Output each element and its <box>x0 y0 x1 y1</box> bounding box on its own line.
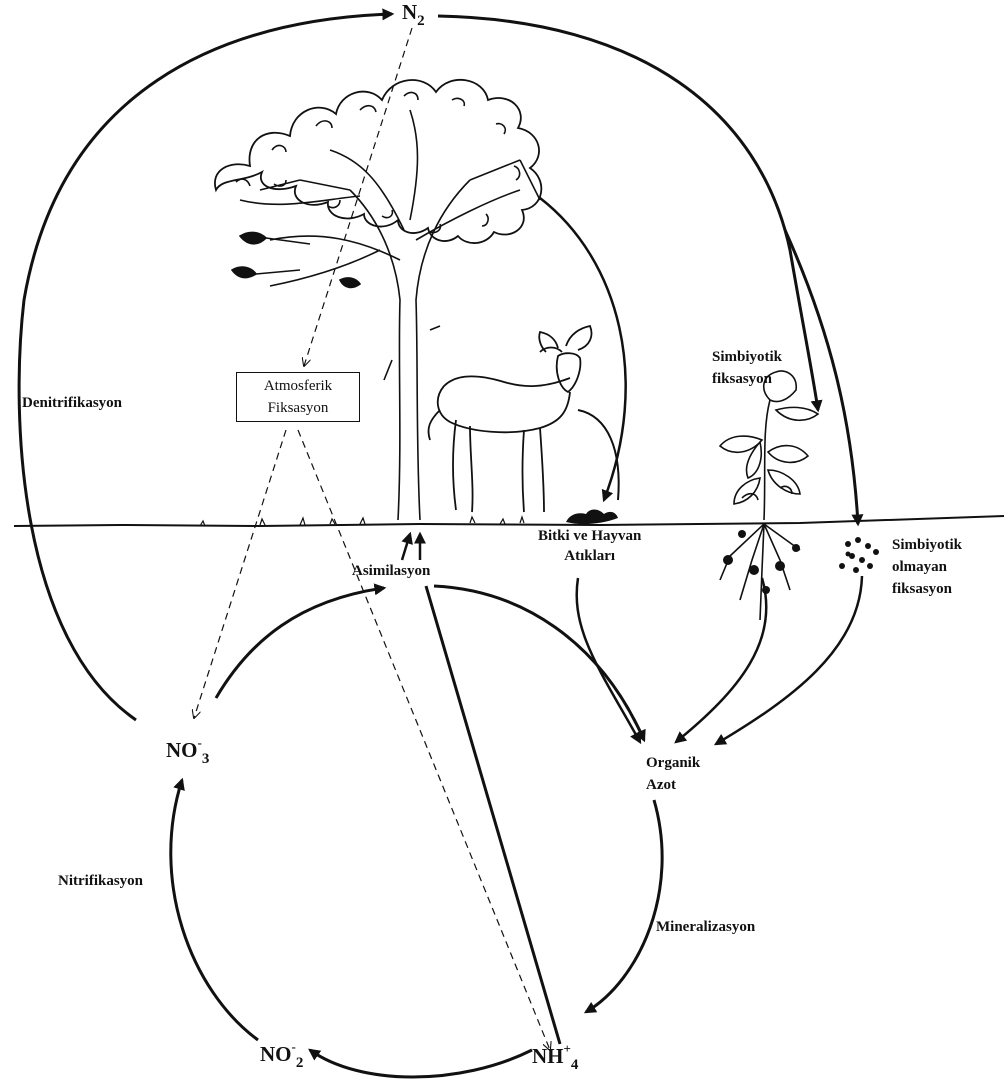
root-nodules <box>723 530 800 594</box>
soil-cycle-arcs <box>169 583 664 1079</box>
denitrifikasyon-arrow <box>17 8 395 722</box>
node-no3: NO-3 <box>166 735 210 767</box>
soil-bacteria-dots <box>839 537 879 573</box>
label-denitrifikasyon: Denitrifikasyon <box>22 395 123 411</box>
tree-illustration <box>214 78 543 521</box>
bacteria-to-organik-azot-arrow <box>713 575 864 746</box>
roots-to-organik-azot-arrow <box>674 577 768 744</box>
node-n2: N2 <box>402 0 425 29</box>
tree-to-waste-arrow <box>539 197 627 503</box>
nh4-to-asimilasyon-line <box>424 585 562 1045</box>
deer-illustration <box>427 324 620 513</box>
n2-to-plant-arrow <box>437 14 823 413</box>
label-mineralizasyon: Mineralizasyon <box>656 919 756 935</box>
plant-illustration <box>718 370 820 621</box>
ground-line <box>13 515 1005 528</box>
waste-to-organik-azot-arrow <box>575 577 642 745</box>
n2-to-bacteria-arrow <box>783 229 864 527</box>
atmosferik-fiksasyon-dashed-lines <box>194 27 550 1050</box>
label-nitrifikasyon: Nitrifikasyon <box>58 873 144 889</box>
node-nh4: NH+4 <box>532 1041 579 1073</box>
label-asimilasyon: Asimilasyon <box>352 563 431 579</box>
asimilasyon-up-arrows <box>400 531 426 561</box>
node-no2: NO-2 <box>260 1039 304 1071</box>
animal-waste-illustration <box>566 509 618 525</box>
